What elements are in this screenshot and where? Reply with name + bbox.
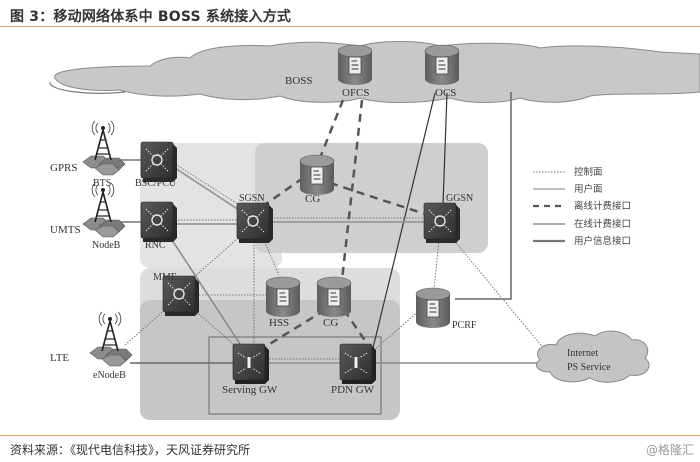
link-cgb-pgw-dashed	[342, 309, 370, 346]
footer-divider	[0, 435, 700, 436]
link-boss-pcrf	[455, 92, 512, 300]
pcrf-database-icon	[415, 287, 451, 329]
link-ofcs-cgb-dashed	[340, 99, 364, 281]
link-ocs-ggsn	[442, 92, 448, 206]
nodeb-label: NodeB	[92, 240, 121, 251]
link-ggsn-pcrf-ctrl	[433, 239, 440, 291]
bsc-pcu-label: BSC/PCU	[135, 178, 177, 189]
serving-gw-label: Serving GW	[222, 384, 278, 396]
serving-gw-icon	[231, 342, 271, 386]
internet-cloud-line2: PS Service	[567, 362, 611, 373]
enodeb-label: eNodeB	[93, 370, 126, 381]
internet-cloud-line1: Internet	[567, 348, 598, 359]
ggsn-router-icon	[423, 202, 461, 244]
link-bsc-sgsn	[174, 167, 243, 213]
gateway-box	[208, 336, 382, 415]
legend-label-user-info: 用户信息接口	[574, 235, 631, 247]
ofcs-label: OFCS	[342, 87, 370, 99]
ocs-database-icon	[424, 44, 460, 86]
boss-cloud-label: BOSS	[285, 75, 313, 87]
link-cgb-sgw-dashed	[262, 308, 326, 350]
network-diagram: Internet PS Service BOSS OFCS OCS GPRS B…	[49, 41, 700, 420]
cg-bottom-database-icon	[316, 276, 352, 318]
figure-title: 图 3：移动网络体系中 BOSS 系统接入方式	[10, 9, 292, 25]
hss-label: HSS	[269, 317, 289, 329]
cg-top-database-icon	[299, 154, 335, 196]
link-cg-ggsn-dashed	[329, 181, 429, 217]
boss-cloud	[54, 41, 700, 103]
pdn-gw-icon	[338, 342, 378, 386]
bts-tower-icon	[82, 120, 126, 176]
legend-label-online-charging: 在线计费接口	[574, 218, 631, 230]
link-pcrf-pgw-ctrl	[373, 309, 421, 351]
link-mme-sgsn-ctrl	[184, 231, 246, 286]
link-cg-sgsn-dashed	[265, 176, 304, 206]
rnc-label: RNC	[145, 240, 166, 251]
rnc-router-icon	[140, 201, 178, 243]
link-ggsn-internet-ctrl	[451, 237, 546, 351]
sgsn-label: SGSN	[239, 193, 265, 204]
ggsn-label: GGSN	[446, 193, 473, 204]
sgsn-router-icon	[236, 202, 274, 244]
internet-cloud	[535, 330, 650, 383]
umts-label: UMTS	[50, 224, 81, 236]
cg-bottom-label: CG	[323, 317, 338, 329]
cg-top-label: CG	[305, 193, 320, 205]
legend-label-offline-charging: 离线计费接口	[574, 200, 631, 212]
bsc-pcu-router-icon	[140, 141, 178, 183]
lte-label: LTE	[50, 352, 69, 364]
zone-epc-lower	[140, 300, 400, 420]
link-enb-mme-ctrl	[124, 306, 169, 346]
enodeb-tower-icon	[89, 311, 133, 367]
mme-label: MME	[153, 272, 177, 283]
ofcs-database-icon	[337, 44, 373, 86]
pcrf-label: PCRF	[452, 320, 477, 331]
legend-label-control-plane: 控制面	[574, 166, 603, 178]
bts-label: BTS	[93, 178, 111, 189]
pdn-gw-label: PDN GW	[331, 384, 375, 396]
nodeb-tower-icon	[82, 182, 126, 238]
watermark: @格隆汇	[645, 443, 694, 457]
hss-database-icon	[265, 276, 301, 318]
ocs-label: OCS	[435, 87, 456, 99]
source-note: 资料来源：《现代电信科技》，天风证券研究所	[10, 443, 251, 457]
gprs-label: GPRS	[50, 162, 78, 174]
connections	[120, 92, 546, 364]
title-divider	[0, 26, 700, 27]
legend-label-user-plane: 用户面	[574, 183, 603, 195]
legend: 控制面 用户面 离线计费接口 在线计费接口 用户信息接口	[533, 166, 631, 247]
